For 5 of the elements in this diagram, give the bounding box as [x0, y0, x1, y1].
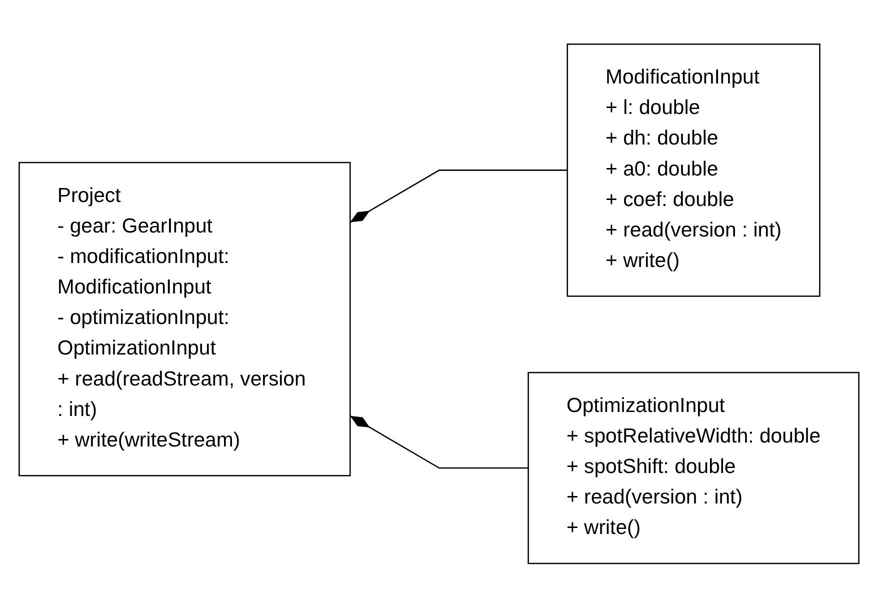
node-box: Project - gear: GearInput - modificationInput: ModificationInput - optimizationInput: OptimizationInput + read(readStream, version : int) + write(writeStream): [18, 162, 350, 476]
node-box: ModificationInput + l: double + dh: double + a0: double + coef: double + read(version : int) + write(): [566, 44, 820, 297]
connector: [349, 170, 567, 224]
connector: [349, 416, 528, 469]
node-box: OptimizationInput + spotRelativeWidth: double + spotShift: double + read(version : int) + write(): [527, 372, 859, 564]
